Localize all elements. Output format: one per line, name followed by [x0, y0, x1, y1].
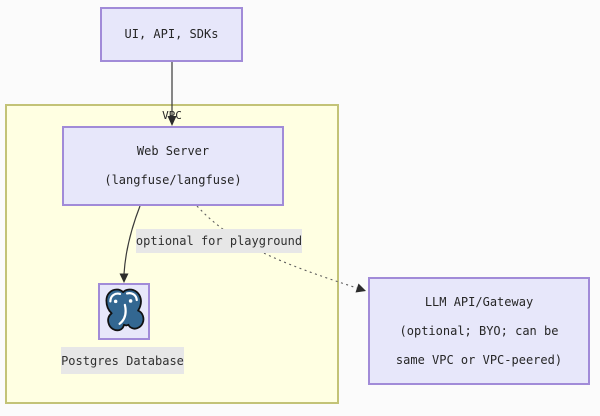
- llm-subtitle-line1: (optional; BYO; can be: [399, 323, 559, 338]
- llm-subtitle-line2: same VPC or VPC-peered): [395, 352, 563, 367]
- llm-title: LLM API/Gateway: [424, 294, 534, 309]
- node-ui-api-sdks: UI, API, SDKs: [100, 7, 243, 62]
- web-server-title: Web Server: [136, 144, 210, 158]
- web-server-subtitle: (langfuse/langfuse): [104, 173, 242, 187]
- node-postgres: [98, 283, 150, 340]
- node-web-server: Web Server (langfuse/langfuse): [62, 126, 284, 206]
- node-ui-label: UI, API, SDKs: [124, 27, 219, 41]
- playground-edge-label: optional for playground: [136, 229, 302, 253]
- postgresql-elephant-icon: [105, 288, 145, 332]
- vpc-label: VPC: [162, 109, 182, 122]
- node-llm-gateway: LLM API/Gateway (optional; BYO; can be s…: [368, 277, 590, 385]
- postgres-database-label: Postgres Database: [61, 347, 184, 374]
